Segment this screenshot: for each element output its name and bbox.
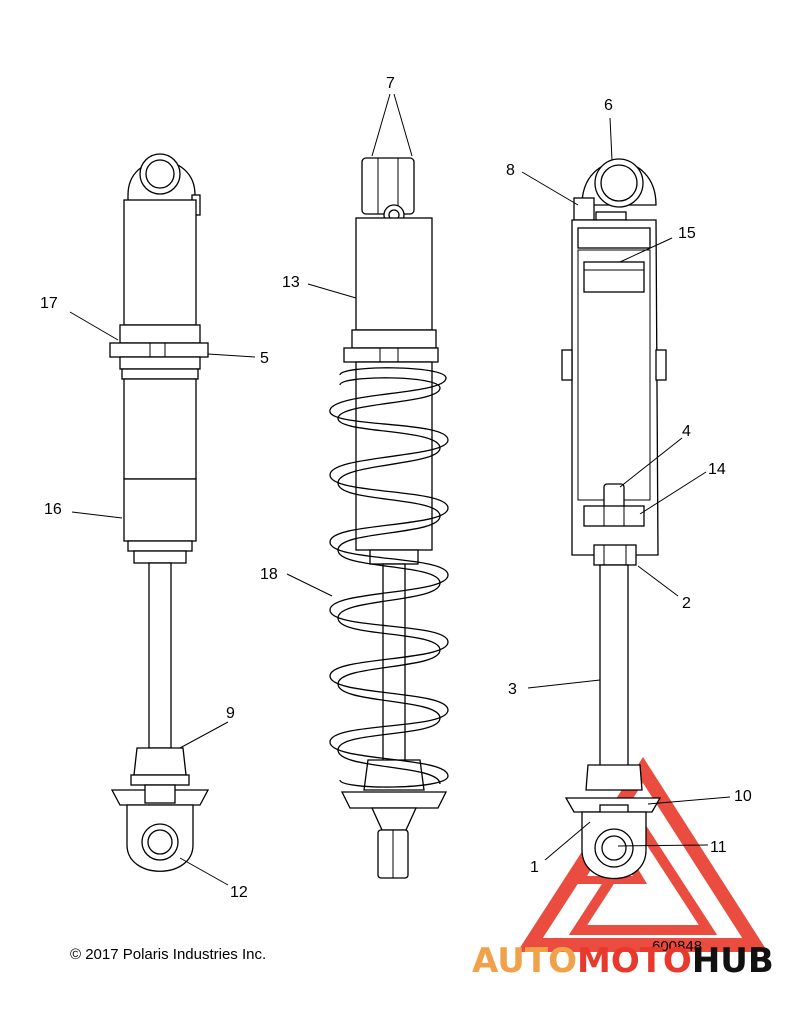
callout-11: 11 — [710, 839, 727, 856]
right-shock-cutaway — [561, 158, 667, 880]
coil-spring — [329, 367, 449, 788]
leader-lines — [69, 93, 731, 886]
callout-3: 3 — [508, 681, 517, 698]
callout-6: 6 — [604, 97, 613, 114]
callout-2: 2 — [682, 595, 691, 612]
watermark-text-auto: AUTO — [472, 941, 577, 981]
callout-7: 7 — [386, 75, 395, 92]
callout-18: 18 — [260, 566, 278, 583]
svg-text:AUTOMOTOHUB: AUTOMOTOHUB — [472, 941, 774, 981]
callout-17: 17 — [40, 295, 58, 312]
callout-16: 16 — [44, 501, 62, 518]
center-shock-assembly — [329, 157, 449, 879]
callout-9: 9 — [226, 705, 235, 722]
watermark-logo-text: AUTOMOTOHUB — [472, 941, 774, 981]
callout-14: 14 — [708, 461, 726, 478]
callout-10: 10 — [734, 788, 752, 805]
callout-13: 13 — [282, 274, 300, 291]
watermark-text-hub: HUB — [692, 941, 774, 981]
copyright-text: © 2017 Polaris Industries Inc. — [70, 946, 266, 963]
callout-numbers: 17 5 16 9 12 7 13 18 6 8 15 4 14 2 3 10 … — [40, 75, 752, 901]
callout-4: 4 — [682, 423, 691, 440]
callout-12: 12 — [230, 884, 248, 901]
watermark-text-moto: MOTO — [577, 941, 692, 981]
left-shock-assembly — [109, 153, 210, 872]
callout-15: 15 — [678, 225, 696, 242]
figure-number: 600848 — [652, 938, 702, 955]
callout-5: 5 — [260, 350, 269, 367]
callout-8: 8 — [506, 162, 515, 179]
callout-1: 1 — [530, 859, 539, 876]
